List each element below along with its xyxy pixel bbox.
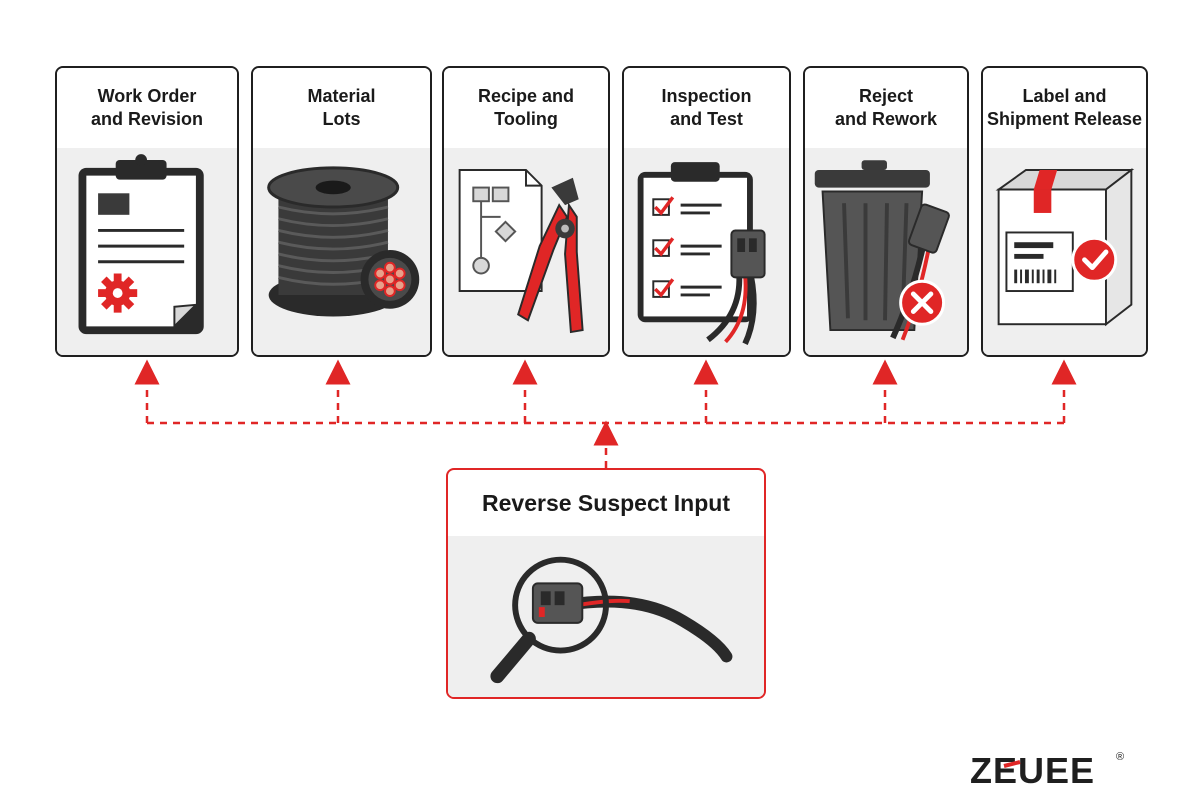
brand-registered-mark: ® xyxy=(1116,751,1124,763)
stage-card-inspection-test: Inspection and Test xyxy=(622,66,791,357)
stage-illustration xyxy=(253,148,430,355)
stage-card-reject-rework: Reject and Rework xyxy=(803,66,969,357)
stage-title-line1: Work Order xyxy=(97,86,197,106)
stage-illustration xyxy=(983,148,1146,355)
stage-illustration xyxy=(805,148,967,355)
brand-logo-text: ZEUEE xyxy=(970,750,1095,788)
stage-title-line2: and Revision xyxy=(90,109,204,129)
stage-title-line1: Label and xyxy=(1022,86,1107,106)
stage-title-line2: Shipment Release xyxy=(986,109,1143,129)
stage-title: Reject and Rework xyxy=(805,68,967,150)
stage-card-material-lots: Material Lots xyxy=(251,66,432,357)
clipboard-gear-icon xyxy=(78,154,204,335)
magnifier-connector-icon xyxy=(490,556,733,684)
stage-title-line1: Inspection xyxy=(661,86,752,106)
stage-title-line1: Reject xyxy=(858,86,914,106)
cable-spool-icon xyxy=(267,166,420,317)
stage-title-line2: Tooling xyxy=(494,109,558,129)
stage-illustration xyxy=(57,148,237,355)
stage-title-line2: and Rework xyxy=(834,109,938,129)
trash-bin-icon xyxy=(814,160,950,341)
stage-title: Recipe and Tooling xyxy=(444,68,608,150)
stage-title: Work Order and Revision xyxy=(57,68,237,150)
source-card-reverse-suspect: Reverse Suspect Input xyxy=(446,468,766,699)
stage-illustration xyxy=(444,148,608,355)
crimp-tool-icon xyxy=(458,169,584,334)
brand-logo: ZEUEE ® xyxy=(968,748,1128,791)
stage-title-line2: Lots xyxy=(322,109,361,129)
brand-logo-icon: ZEUEE ® xyxy=(970,750,1124,791)
stage-card-recipe-tooling: Recipe and Tooling xyxy=(442,66,610,357)
stage-card-work-order: Work Order and Revision xyxy=(55,66,239,357)
stage-title-line1: Recipe and xyxy=(477,86,575,106)
labeled-box-icon xyxy=(995,168,1135,327)
stage-title: Label and Shipment Release xyxy=(983,68,1146,150)
stage-title-line2: and Test xyxy=(670,109,743,129)
source-illustration xyxy=(448,536,764,697)
checklist-icon xyxy=(637,162,766,346)
stage-title: Material Lots xyxy=(253,68,430,150)
stage-title-line1: Material xyxy=(307,86,376,106)
stage-title: Inspection and Test xyxy=(624,68,789,150)
source-title: Reverse Suspect Input xyxy=(448,470,764,538)
stage-card-label-shipment: Label and Shipment Release xyxy=(981,66,1148,357)
stage-illustration xyxy=(624,148,789,355)
